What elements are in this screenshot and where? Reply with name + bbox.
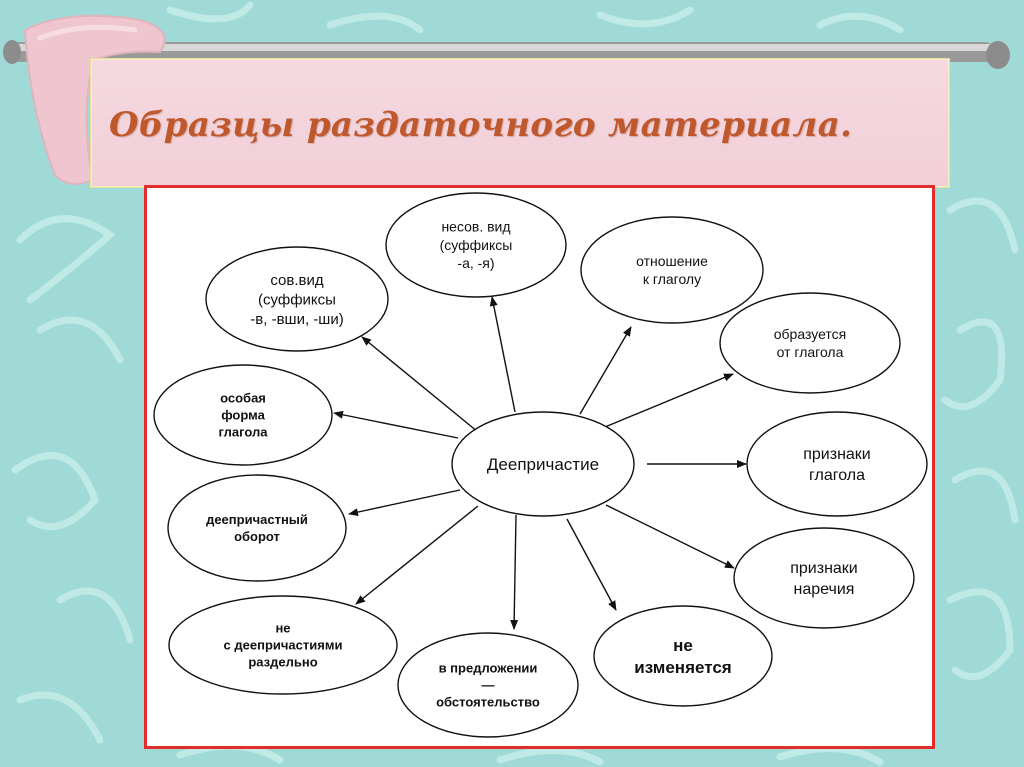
arrow-to-otnoshenie	[579, 326, 632, 415]
node-ne-razdelno-text-line: не	[275, 621, 290, 636]
node-otnoshenie: отношение к глаголу	[580, 216, 764, 324]
node-ne-izmenyaetsya-ellipse	[593, 605, 773, 707]
center-node-text-line: Деепричастие	[487, 455, 599, 474]
node-sov-vid-ellipse	[205, 246, 389, 352]
node-ne-razdelno-text-line: с деепричастиями	[224, 638, 343, 653]
node-sov-vid-text-line: (суффиксы	[258, 291, 336, 308]
center-node-ellipse	[451, 411, 635, 517]
node-osobaya-forma-ellipse	[153, 364, 333, 466]
arrow-to-osobaya-forma	[333, 410, 459, 439]
node-priznaki-narechiya: признаки наречия	[733, 527, 915, 629]
arrow-to-nesov-vid	[489, 296, 516, 413]
arrow-to-obrazuetsya	[604, 373, 734, 428]
node-nesov-vid-text-line: -а, -я)	[457, 255, 494, 271]
node-deeprichastny-oborot-ellipse	[167, 474, 347, 582]
arrow-to-ne-razdelno	[355, 505, 479, 605]
node-otnoshenie-text-line: отношение	[636, 253, 708, 269]
node-v-predlozhenii-text-line: обстоятельство	[436, 694, 540, 709]
node-nesov-vid: несов. вид (суффиксы -а, -я)	[385, 192, 567, 298]
node-nesov-vid-text-line: несов. вид	[441, 219, 510, 235]
node-deeprichastny-oborot-text-line: оборот	[234, 529, 280, 544]
node-priznaki-glagola-text-line: признаки	[803, 446, 871, 463]
node-obrazuetsya: образуется от глагола	[719, 292, 901, 394]
arrow-to-sov-vid	[361, 336, 479, 433]
node-ne-izmenyaetsya: не изменяется	[593, 605, 773, 707]
node-obrazuetsya-ellipse	[719, 292, 901, 394]
node-sov-vid-text-line: сов.вид	[270, 272, 323, 289]
arrow-to-deeprichastny-oborot	[348, 489, 461, 517]
arrow-to-priznaki-narechiya	[605, 504, 735, 569]
node-osobaya-forma-text-line: глагола	[219, 424, 269, 439]
arrow-to-ne-izmenyaetsya	[566, 518, 617, 611]
node-obrazuetsya-text-line: от глагола	[777, 344, 844, 360]
title-panel: Образцы раздаточного материала.	[90, 58, 950, 188]
node-deeprichastny-oborot-text-line: деепричастный	[206, 512, 308, 527]
center-node: Деепричастие	[451, 411, 635, 517]
node-nesov-vid-text-line: (суффиксы	[440, 237, 513, 253]
node-osobaya-forma-text-line: особая	[220, 391, 266, 406]
node-ne-izmenyaetsya-text-line: не	[673, 636, 693, 655]
node-v-predlozhenii: в предложении —обстоятельство	[397, 632, 579, 738]
node-ne-izmenyaetsya-text-line: изменяется	[634, 658, 731, 677]
node-osobaya-forma-text-line: форма	[221, 408, 265, 423]
node-ne-razdelno-text-line: раздельно	[248, 654, 317, 669]
node-priznaki-glagola-ellipse	[746, 411, 928, 517]
node-priznaki-glagola: признаки глагола	[746, 411, 928, 517]
node-v-predlozhenii-text-line: в предложении	[439, 661, 538, 676]
node-sov-vid: сов.вид (суффиксы -в, -вши, -ши)	[205, 246, 389, 352]
slide-title: Образцы раздаточного материала.	[109, 105, 853, 145]
node-nesov-vid-ellipse	[385, 192, 567, 298]
node-v-predlozhenii-text-line: —	[482, 678, 495, 693]
arrow-to-v-predlozhenii	[510, 514, 519, 630]
node-deeprichastny-oborot: деепричастный оборот	[167, 474, 347, 582]
node-priznaki-glagola-text-line: глагола	[809, 467, 865, 484]
node-otnoshenie-ellipse	[580, 216, 764, 324]
node-obrazuetsya-text-line: образуется	[774, 326, 846, 342]
node-v-predlozhenii-ellipse	[397, 632, 579, 738]
node-sov-vid-text-line: -в, -вши, -ши)	[250, 311, 343, 328]
node-ne-razdelno-ellipse	[168, 595, 398, 695]
node-otnoshenie-text-line: к глаголу	[643, 271, 701, 287]
node-priznaki-narechiya-text-line: признаки	[790, 560, 858, 577]
node-priznaki-narechiya-ellipse	[733, 527, 915, 629]
node-priznaki-narechiya-text-line: наречия	[794, 581, 855, 598]
